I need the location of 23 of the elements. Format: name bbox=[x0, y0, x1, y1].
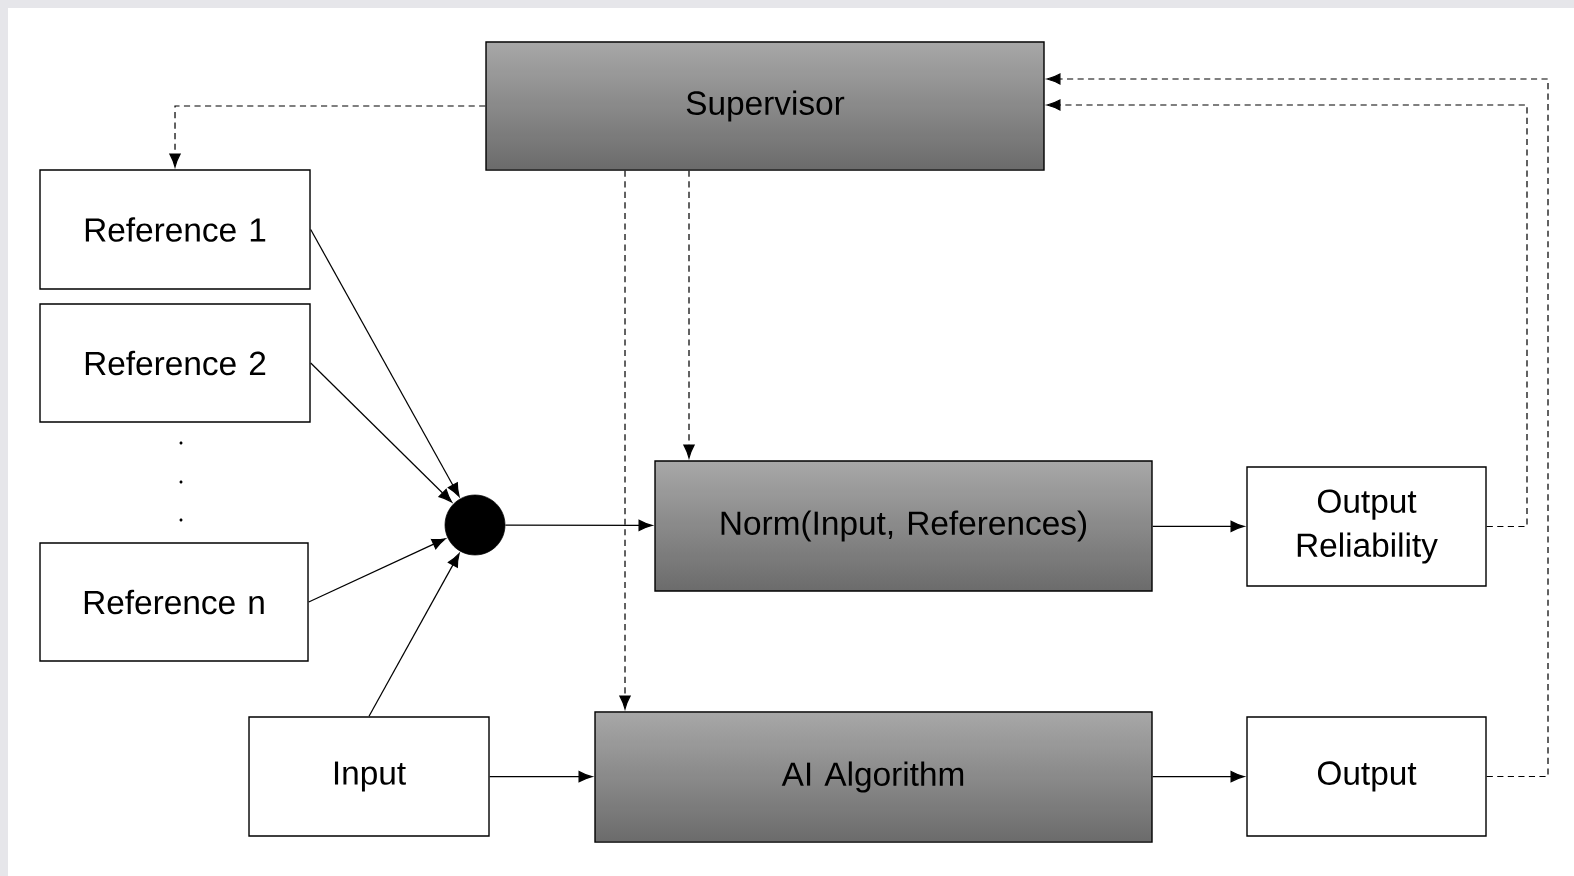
text-box: Output bbox=[1246, 716, 1487, 837]
arrow bbox=[308, 538, 446, 603]
arrow bbox=[489, 771, 593, 783]
arrow bbox=[1152, 770, 1245, 783]
process-box: AI Algorithm bbox=[594, 711, 1153, 843]
text-box: Reference n bbox=[39, 542, 309, 662]
process-box: Norm(Input, References) bbox=[654, 460, 1153, 592]
arrow bbox=[169, 105, 486, 168]
text-box: Output Reliability bbox=[1246, 466, 1487, 587]
junction-dot bbox=[444, 494, 506, 556]
arrow bbox=[619, 170, 631, 710]
arrow bbox=[504, 519, 653, 532]
arrow bbox=[368, 553, 460, 717]
text-box: Reference 1 bbox=[39, 169, 311, 290]
arrow bbox=[1046, 99, 1528, 528]
text-box: Input bbox=[248, 716, 490, 837]
text-box: Reference 2 bbox=[39, 303, 311, 423]
arrow bbox=[310, 362, 453, 503]
process-box: Supervisor bbox=[485, 41, 1045, 171]
arrow bbox=[683, 170, 695, 459]
arrow bbox=[310, 228, 460, 497]
arrow bbox=[1046, 73, 1549, 778]
arrow bbox=[1152, 520, 1245, 533]
